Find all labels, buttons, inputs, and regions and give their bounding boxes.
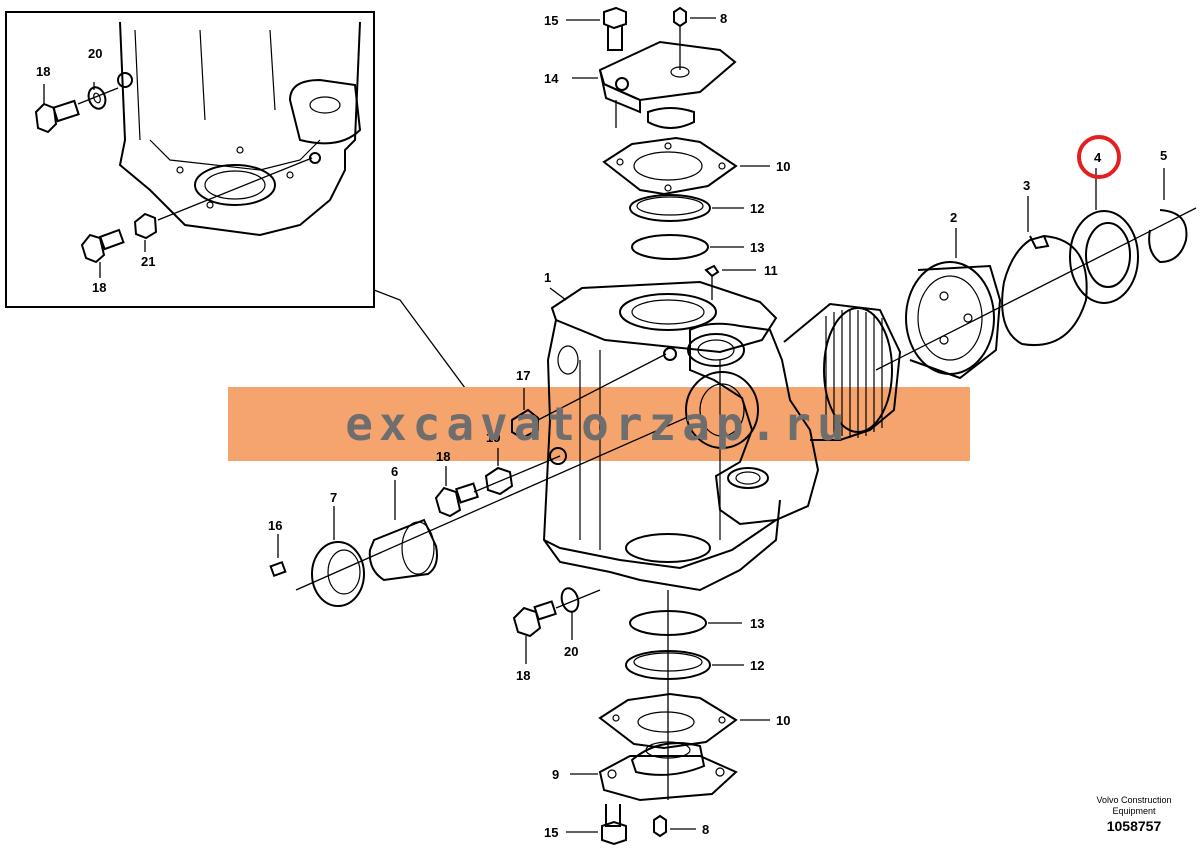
callout-12-top: 12: [750, 201, 764, 216]
seal-7: [311, 506, 365, 607]
top-bolt-15: [566, 6, 627, 51]
steering-knuckle-housing-1: [542, 280, 820, 592]
watermark-band: [228, 387, 970, 461]
callout-17: 17: [516, 368, 530, 383]
callout-19: 19: [486, 430, 500, 445]
top-grease-nipple-8: [673, 6, 716, 70]
bottom-grease-nipple-8: [653, 814, 696, 838]
bottom-gasket-10: [598, 692, 770, 750]
top-o-ring-13: [631, 234, 744, 260]
callout-15-top: 15: [544, 13, 558, 28]
inset-washer-20: [87, 86, 107, 110]
bottom-cap-9: [570, 741, 738, 802]
callout-13-top: 13: [750, 240, 764, 255]
left-axis-centerline: [295, 415, 691, 591]
callout-1: 1: [544, 270, 551, 285]
callout-8-bottom: 8: [702, 822, 709, 837]
watermark-text: excavatorzap.ru: [345, 397, 850, 451]
inset-housing: [118, 21, 361, 237]
credit-line-1: Volvo Construction: [1096, 795, 1171, 805]
washer-20-lower: [560, 587, 580, 640]
bolt-18-middle: [434, 455, 561, 518]
inset-bolt-18-lower: [80, 157, 313, 264]
axis-centerline: [875, 207, 1197, 371]
callout-14: 14: [544, 71, 559, 86]
inset-detail: [5, 11, 469, 393]
callout-5: 5: [1160, 148, 1167, 163]
plug-16: [269, 534, 287, 578]
seal-ring-4: [1069, 135, 1139, 304]
highlight-circle-part-4: [1077, 135, 1121, 179]
inset-pointer-line: [373, 289, 469, 393]
bushing-6: [368, 480, 438, 582]
slotted-nut-2: [905, 228, 1002, 380]
document-number: 1058757: [1107, 818, 1162, 834]
callout-21-inset: 21: [141, 254, 155, 269]
splined-shaft: [783, 302, 902, 441]
callout-10-bottom: 10: [776, 713, 790, 728]
callout-15-bottom: 15: [544, 825, 558, 840]
callout-3: 3: [1023, 178, 1030, 193]
callout-8-top: 8: [720, 11, 727, 26]
callout-9: 9: [552, 767, 559, 782]
callout-20-bottom: 20: [564, 644, 578, 659]
callout-12-bottom: 12: [750, 658, 764, 673]
circlip-5: [1148, 168, 1188, 264]
inset-bolt-18-upper: [34, 87, 119, 134]
credit-line-2: Equipment: [1112, 806, 1156, 816]
callout-7: 7: [330, 490, 337, 505]
top-cap-14: [572, 40, 737, 129]
callout-16: 16: [268, 518, 282, 533]
callout-10-top: 10: [776, 159, 790, 174]
callout-18-middle: 18: [436, 449, 450, 464]
callout-20-inset: 20: [88, 46, 102, 61]
top-ring-12: [629, 194, 744, 222]
nut-19: [484, 448, 514, 496]
bottom-o-ring-13: [629, 610, 742, 636]
inset-nut-21: [133, 212, 158, 240]
lock-washer-3: [1001, 196, 1088, 346]
callout-18-inset-lower: 18: [92, 280, 106, 295]
top-gasket-10: [602, 136, 770, 196]
callout-6: 6: [391, 464, 398, 479]
bottom-bolt-15: [566, 804, 627, 846]
callout-18-inset-upper: 18: [36, 64, 50, 79]
callout-2: 2: [950, 210, 957, 225]
callout-13-bottom: 13: [750, 616, 764, 631]
inset-frame: [5, 11, 375, 308]
bottom-ring-12: [625, 650, 744, 680]
callout-11: 11: [764, 263, 778, 278]
plug-11: [704, 264, 756, 300]
fitting-17: [511, 353, 667, 440]
callout-4-highlighted: 4: [1094, 150, 1102, 165]
publisher-credit: Volvo Construction Equipment 1058757: [1096, 795, 1171, 834]
callout-18-bottom: 18: [516, 668, 530, 683]
callout-labels: 18 20 18 21 15 8 14 10 12 13 11 1 2 3 4 …: [36, 11, 1167, 840]
bolt-18-lower: [512, 589, 601, 664]
